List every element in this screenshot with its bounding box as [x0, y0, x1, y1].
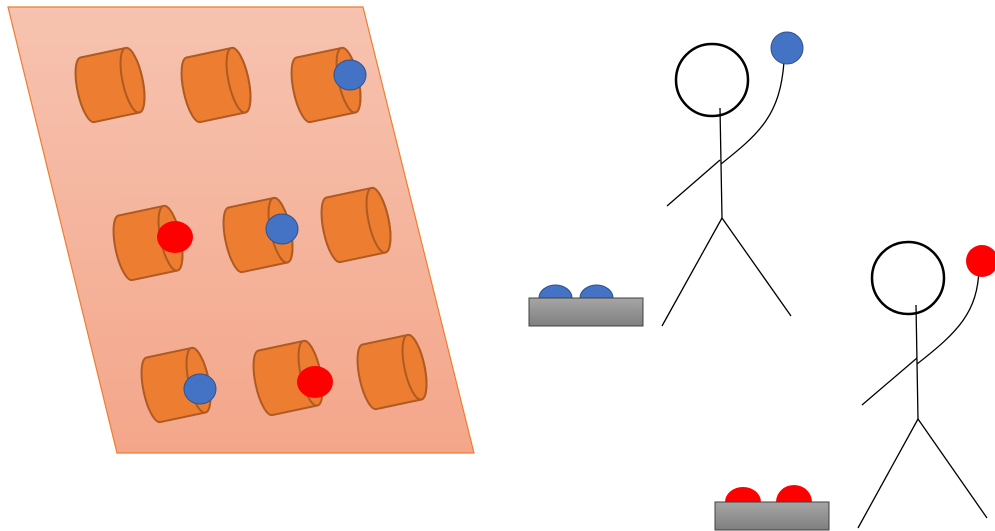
- cup-mouth: [225, 46, 252, 114]
- figure-right-leg: [721, 217, 792, 317]
- cup-mouth: [119, 46, 146, 114]
- figure-body: [915, 304, 919, 420]
- figure-right-arm: [916, 267, 980, 365]
- held-ball-blue: [770, 31, 804, 65]
- tray: [528, 297, 644, 327]
- cup-ball-blue: [333, 59, 367, 91]
- cup: [180, 46, 252, 124]
- tray-ball-red: [776, 485, 812, 502]
- figure-left-arm: [666, 159, 721, 207]
- figure-left-leg: [661, 217, 723, 327]
- blue-ball-tray: [528, 284, 644, 327]
- cup-mouth: [401, 333, 428, 401]
- cup-ball-blue: [265, 213, 299, 245]
- cup: [356, 333, 428, 411]
- cup-grid: [74, 46, 428, 424]
- stick-figure-red-player: [857, 240, 988, 529]
- figure-right-leg: [917, 418, 988, 519]
- figure-head: [674, 42, 750, 118]
- red-ball-tray: [714, 485, 830, 531]
- cup-ball-red: [297, 366, 333, 398]
- tray: [714, 501, 830, 531]
- figure-left-arm: [861, 357, 918, 406]
- cup-ball-blue: [183, 373, 217, 405]
- held-ball-red: [966, 245, 995, 277]
- figure-body: [719, 107, 723, 219]
- cup-ball-red: [157, 221, 193, 253]
- stick-figure-blue-player: [661, 42, 792, 327]
- figure-left-leg: [857, 418, 919, 529]
- figure-head: [870, 240, 946, 316]
- cup: [74, 46, 146, 124]
- figure-right-arm: [720, 61, 785, 165]
- cup-mouth: [365, 186, 392, 254]
- tray-ball-red: [725, 487, 761, 502]
- tray-ball-blue: [579, 284, 614, 299]
- tray-ball-blue: [538, 284, 573, 299]
- cup: [320, 186, 392, 264]
